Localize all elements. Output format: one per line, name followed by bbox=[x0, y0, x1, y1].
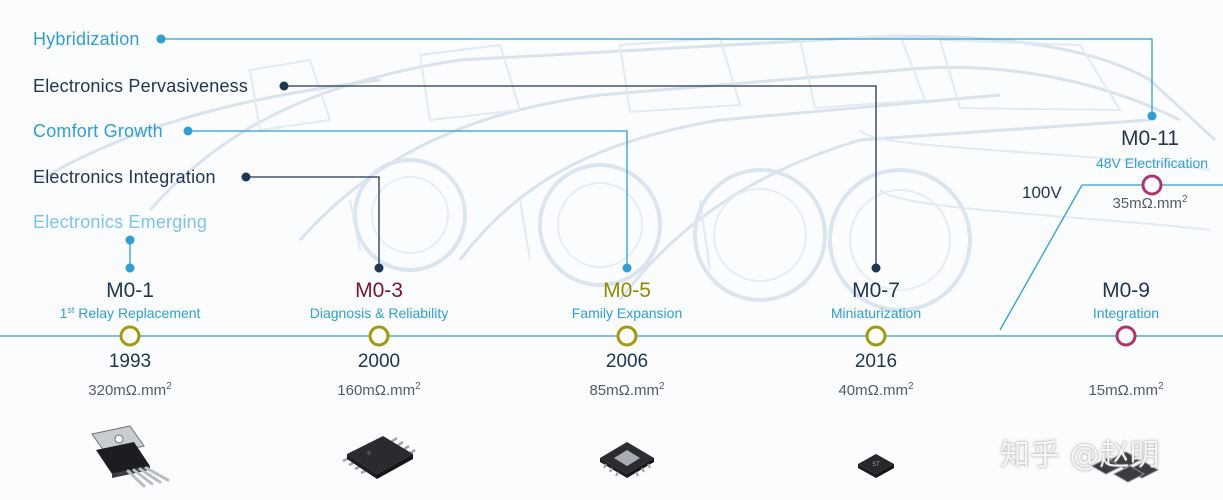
qfn-package-icon: ST bbox=[858, 454, 894, 478]
pervasiveness-dot bbox=[279, 81, 289, 91]
m07-dot bbox=[871, 263, 881, 273]
milestone-m09-title: M0-9 bbox=[1102, 279, 1150, 302]
milestone-m07-subtitle: Miniaturization bbox=[830, 305, 922, 321]
m05-dot bbox=[622, 263, 632, 273]
milestone-m01-title: M0-1 bbox=[106, 279, 154, 302]
milestone-m01-subtitle: 1st Relay Replacement bbox=[59, 305, 201, 321]
milestone-m011-subtitle: 48V Electrification bbox=[1095, 155, 1209, 171]
milestone-m03-subtitle: Diagnosis & Reliability bbox=[309, 305, 449, 321]
milestone-m05-year: 2006 bbox=[605, 351, 649, 372]
milestone-m01-year: 1993 bbox=[108, 351, 152, 372]
milestone-m07-year: 2016 bbox=[854, 351, 898, 372]
milestone-m05-subtitle: Family Expansion bbox=[571, 305, 683, 321]
watermark-text: 知乎 @赵明 bbox=[1000, 438, 1160, 473]
m07-ring bbox=[865, 325, 887, 347]
milestone-m03-title: M0-3 bbox=[355, 279, 403, 302]
pervasiveness-connector bbox=[284, 85, 877, 268]
m011-dot bbox=[1147, 111, 1157, 121]
integration-dot bbox=[241, 172, 251, 182]
hybridization-dot bbox=[156, 34, 166, 44]
m01-ring bbox=[119, 325, 141, 347]
emerging-dot-top bbox=[125, 235, 135, 245]
milestone-m07-rds: 40mΩ.mm2 bbox=[838, 381, 914, 399]
milestone-m09-rds: 15mΩ.mm2 bbox=[1088, 381, 1164, 399]
m03-ring bbox=[368, 325, 390, 347]
m01-dot bbox=[125, 263, 135, 273]
integration-connector bbox=[246, 176, 380, 268]
trend-electronics-emerging: Electronics Emerging bbox=[33, 212, 208, 232]
milestone-m05-title: M0-5 bbox=[603, 279, 651, 302]
to220-package-icon bbox=[91, 425, 170, 488]
m011-ring bbox=[1141, 174, 1163, 196]
milestone-m09-subtitle: Integration bbox=[1092, 305, 1160, 321]
milestone-m011-rds: 35mΩ.mm2 bbox=[1112, 194, 1188, 212]
m03-dot bbox=[374, 263, 384, 273]
comfort-growth-dot bbox=[183, 126, 193, 136]
powerso-package-icon bbox=[342, 436, 416, 479]
milestone-m07-title: M0-7 bbox=[852, 279, 900, 302]
trend-electronics-integration: Electronics Integration bbox=[33, 167, 216, 187]
m05-ring bbox=[616, 325, 638, 347]
multi-chip-package-icon bbox=[1090, 451, 1160, 483]
svg-text:ST: ST bbox=[872, 461, 880, 468]
milestone-m03-rds: 160mΩ.mm2 bbox=[337, 381, 421, 399]
comfort-growth-connector bbox=[188, 130, 628, 268]
milestone-m05-rds: 85mΩ.mm2 bbox=[589, 381, 665, 399]
voltage-diagonal-line bbox=[999, 184, 1083, 331]
trend-hybridization: Hybridization bbox=[33, 29, 140, 49]
milestone-m01-rds: 320mΩ.mm2 bbox=[88, 381, 172, 399]
hybridization-connector bbox=[161, 38, 1153, 116]
trend-comfort-growth: Comfort Growth bbox=[33, 121, 163, 141]
milestone-m011-title: M0-11 bbox=[1121, 127, 1179, 150]
powersso-package-icon bbox=[600, 442, 654, 478]
trend-electronics-pervasiveness: Electronics Pervasiveness bbox=[33, 76, 249, 96]
voltage-label: 100V bbox=[1022, 183, 1062, 202]
m09-ring bbox=[1115, 325, 1137, 347]
milestone-m03-year: 2000 bbox=[357, 351, 401, 372]
